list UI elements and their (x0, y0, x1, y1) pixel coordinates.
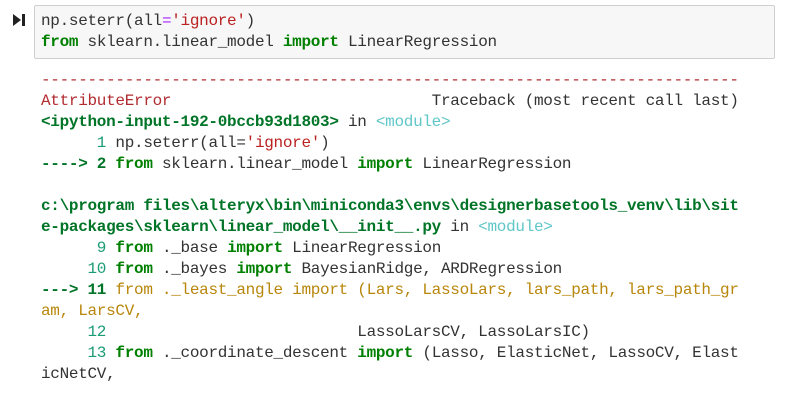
code-token: LinearRegression (413, 155, 572, 173)
code-token: = (161, 12, 172, 30)
code-token: icNetCV, (41, 365, 116, 383)
code-line: 12 LassoLarsCV, LassoLarsIC) (41, 322, 739, 343)
code-token: 10 (41, 260, 116, 278)
code-token: 13 (41, 344, 116, 362)
code-line: e-packages\sklearn\linear_model\__init__… (41, 217, 739, 238)
code-cell-input[interactable]: np.seterr(all='ignore')from sklearn.line… (34, 5, 775, 59)
code-token: ._coordinate_descent (152, 344, 358, 362)
code-line: np.seterr(all='ignore') (41, 11, 497, 32)
code-editor[interactable]: np.seterr(all='ignore')from sklearn.line… (41, 11, 497, 53)
code-token: 12 (41, 323, 116, 341)
code-token: Traceback (most recent call last) (171, 92, 739, 110)
code-token: import (236, 260, 293, 278)
code-line: ----> 2 from sklearn.linear_model import… (41, 154, 739, 175)
code-token: 'ignore' (245, 134, 321, 152)
run-step-icon[interactable] (13, 12, 25, 30)
code-token: AttributeError (41, 92, 172, 110)
code-token: from ._least_angle import (Lars, LassoLa… (115, 281, 739, 299)
code-token: 9 (41, 239, 116, 257)
code-token: from (115, 260, 153, 278)
code-token: BayesianRidge, ARDRegression (292, 260, 562, 278)
code-token: ) (245, 12, 256, 30)
code-token: c:\program files\alteryx\bin\miniconda3\… (41, 197, 739, 215)
code-token: ----> 2 (41, 155, 116, 173)
code-line: 13 from ._coordinate_descent import (Las… (41, 343, 739, 364)
code-token: ._bayes (152, 260, 237, 278)
code-token: import (282, 33, 339, 51)
code-token: LinearRegression (338, 33, 497, 51)
code-token: import (227, 239, 283, 257)
code-token: np.seterr( (41, 12, 135, 30)
code-token: LinearRegression (282, 239, 442, 257)
code-token: ._base (152, 239, 228, 257)
code-token: am, LarsCV, (41, 302, 144, 320)
code-token: from (115, 239, 153, 257)
code-line: ----------------------------------------… (41, 70, 739, 91)
code-token: <ipython-input-192-0bccb93d1803> (41, 113, 339, 131)
code-token: e-packages\sklearn\linear_model\__init__… (41, 218, 441, 236)
code-token: (Lasso, ElasticNet, LassoCV, Elast (413, 344, 739, 362)
code-token: import (357, 344, 414, 362)
code-token: in (338, 113, 376, 131)
code-line: AttributeError Traceback (most recent ca… (41, 91, 739, 112)
code-token: 1 (41, 134, 116, 152)
code-line (41, 175, 739, 196)
code-line: c:\program files\alteryx\bin\miniconda3\… (41, 196, 739, 217)
code-line: ---> 11 from ._least_angle import (Lars,… (41, 280, 739, 301)
code-token: from (41, 33, 79, 51)
code-token: sklearn.linear_model (78, 33, 283, 51)
code-line: icNetCV, (41, 364, 739, 385)
code-token: <module> (478, 218, 553, 236)
code-token: import (357, 155, 414, 173)
code-line: 9 from ._base import LinearRegression (41, 238, 739, 259)
code-line: am, LarsCV, (41, 301, 739, 322)
code-token: from (115, 155, 153, 173)
code-token: ----------------------------------------… (41, 71, 739, 89)
code-line: 10 from ._bayes import BayesianRidge, AR… (41, 259, 739, 280)
code-token: 'ignore' (171, 12, 246, 30)
code-token: ---> 11 (41, 281, 116, 299)
code-token: sklearn.linear_model (152, 155, 358, 173)
code-token: all (134, 12, 162, 30)
code-token: ) (320, 134, 330, 152)
code-token: LassoLarsCV, LassoLarsIC) (115, 323, 590, 341)
code-line: <ipython-input-192-0bccb93d1803> in <mod… (41, 112, 739, 133)
code-token: <module> (375, 113, 451, 131)
cell-output-traceback: ----------------------------------------… (41, 70, 739, 385)
code-token: np.seterr(all= (115, 134, 246, 152)
code-token: from (115, 344, 153, 362)
code-line: 1 np.seterr(all='ignore') (41, 133, 739, 154)
code-line: from sklearn.linear_model import LinearR… (41, 32, 497, 53)
code-token: in (440, 218, 479, 236)
